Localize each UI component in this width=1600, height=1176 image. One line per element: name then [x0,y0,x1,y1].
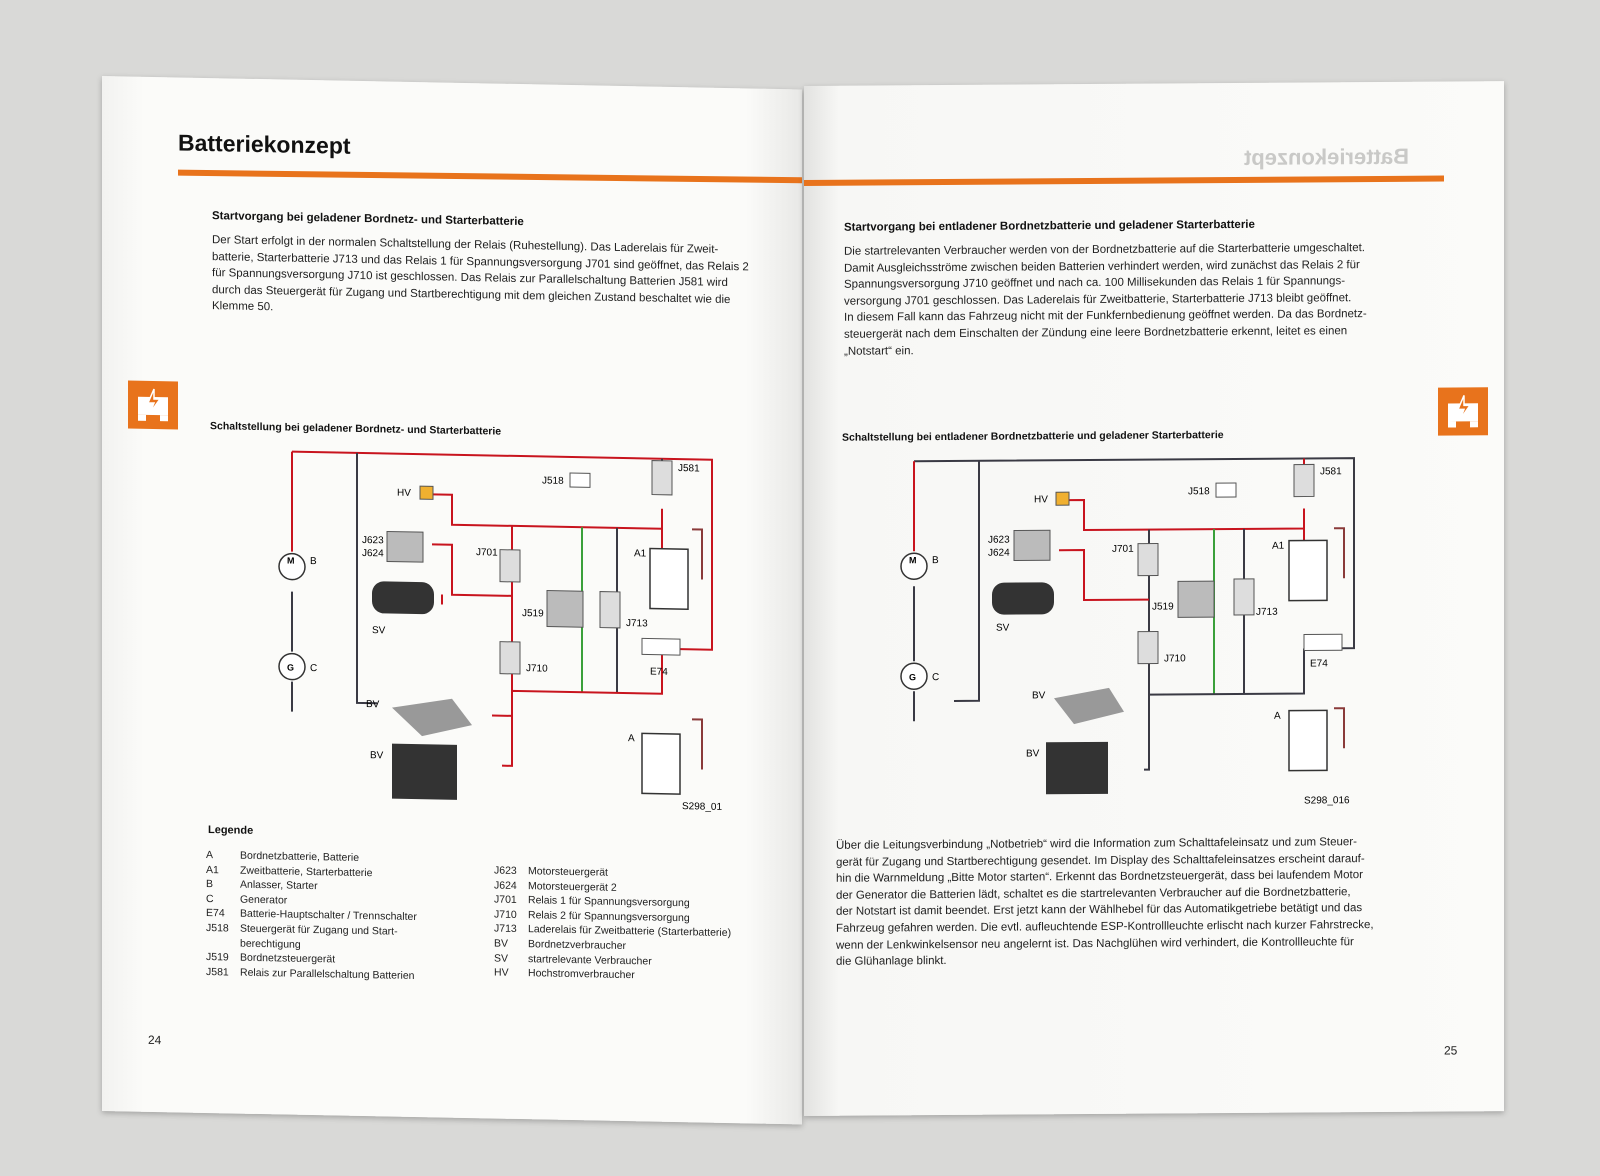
show-through-title: Batteriekonzept [1244,143,1410,170]
svg-text:J581: J581 [1320,466,1342,477]
j581-relay-icon [651,460,673,496]
svg-text:HV: HV [397,488,411,499]
consumer-module-icon [392,698,472,737]
svg-text:J701: J701 [1112,544,1134,555]
j710-relay-icon [499,641,521,675]
svg-text:J710: J710 [1164,653,1186,664]
svg-text:C: C [310,663,317,674]
svg-text:C: C [932,672,939,683]
j581-relay-icon-right [1293,463,1315,498]
engine-control-unit-icon-right [1013,529,1051,562]
title-underline [177,169,803,184]
svg-text:BV: BV [1026,748,1040,759]
svg-text:J710: J710 [526,663,548,674]
svg-text:E74: E74 [1310,658,1328,669]
starter-battery-a1-icon [649,547,689,611]
starter-battery-a1-icon-right [1288,539,1328,602]
svg-text:E74: E74 [650,667,668,678]
svg-text:J624: J624 [988,548,1010,559]
svg-text:BV: BV [366,699,380,710]
page-number-left: 24 [148,1032,162,1048]
svg-text:A1: A1 [634,548,647,559]
svg-text:M: M [909,555,916,565]
section-heading-right: Startvorgang bei entladener Bordnetzbatt… [844,218,1255,234]
j713-relay-icon-right [1233,578,1255,616]
circuit-diagram-charged: M B G C HV J518 J581 J623 J624 SV J701 [278,450,722,813]
svg-text:J519: J519 [1152,601,1174,612]
svg-text:S298_015: S298_015 [682,801,722,813]
svg-text:BV: BV [1032,690,1046,701]
svg-text:SV: SV [372,625,386,636]
page-number-right: 25 [1444,1043,1458,1058]
j710-relay-icon-right [1137,631,1159,665]
high-current-load-icon-right [1055,491,1070,506]
svg-text:J713: J713 [1256,607,1278,618]
svg-text:SV: SV [996,623,1010,634]
svg-text:HV: HV [1034,494,1048,505]
right-bottom-paragraph: Über die Leitungsverbindung „Notbetrieb“… [836,836,1374,968]
battery-section-tab-icon-right [1438,387,1488,436]
svg-text:J518: J518 [542,475,564,486]
instrument-cluster-icon [372,581,434,615]
vehicle-battery-a-icon [641,732,681,795]
radio-display-icon [392,743,457,800]
right-page: Batteriekonzept Startvorgang bei entlade… [804,81,1504,1116]
generator-icon-right [900,662,928,690]
battery-section-tab-icon [128,380,178,430]
svg-text:G: G [287,663,294,673]
engine-control-unit-icon [386,530,424,563]
j519-control-unit-icon-right [1177,580,1215,618]
high-current-load-icon [419,485,434,500]
consumer-module-icon-right [1054,687,1124,725]
j518-control-unit-icon [569,472,591,488]
svg-text:BV: BV [370,750,384,761]
right-intro-paragraph: Die startrelevanten Verbraucher werden v… [844,242,1367,358]
svg-text:A: A [628,733,635,744]
battery-main-switch-icon-right [1303,633,1343,652]
svg-text:S298_016: S298_016 [1304,795,1350,806]
left-page: Batteriekonzept Startvorgang bei geladen… [102,76,803,1125]
j701-relay-icon-right [1137,543,1159,577]
circuit-diagram-discharged: M B G C HV J518 J581 J623 J624 SV J701 J… [900,457,1355,807]
svg-text:J701: J701 [476,547,498,558]
j713-relay-icon [599,591,621,629]
svg-text:J623: J623 [988,535,1010,546]
radio-display-icon-right [1046,741,1108,795]
svg-text:J623: J623 [362,535,384,546]
svg-text:M: M [287,556,294,566]
svg-text:A: A [1274,711,1281,722]
intro-paragraph: Der Start erfolgt in der normalen Schalt… [212,234,749,314]
legend-title: Legende [208,824,254,837]
instrument-cluster-icon-right [992,582,1054,615]
svg-text:B: B [310,556,317,567]
svg-text:J519: J519 [522,608,544,619]
svg-text:A1: A1 [1272,541,1285,552]
page-title: Batteriekonzept [178,129,351,159]
battery-main-switch-icon [641,637,681,656]
starter-motor-icon [278,552,306,581]
diagram-title: Schaltstellung bei geladener Bordnetz- u… [210,420,502,438]
section-heading: Startvorgang bei geladener Bordnetz- und… [212,210,524,229]
title-underline-right [804,175,1444,186]
j701-relay-icon [499,549,521,583]
starter-motor-icon-right [900,552,928,580]
svg-text:G: G [909,672,916,682]
vehicle-battery-a-icon-right [1288,709,1328,772]
svg-text:J713: J713 [626,618,648,629]
j519-control-unit-icon [546,590,584,628]
svg-text:J581: J581 [678,463,700,474]
j518-control-unit-icon-right [1215,482,1237,498]
svg-text:J518: J518 [1188,486,1210,497]
diagram-title-right: Schaltstellung bei entladener Bordnetzba… [842,429,1224,444]
svg-text:B: B [932,555,939,566]
generator-icon [278,652,306,681]
svg-text:J624: J624 [362,548,384,559]
open-manual-spread: Batteriekonzept Startvorgang bei geladen… [82,76,1522,1125]
